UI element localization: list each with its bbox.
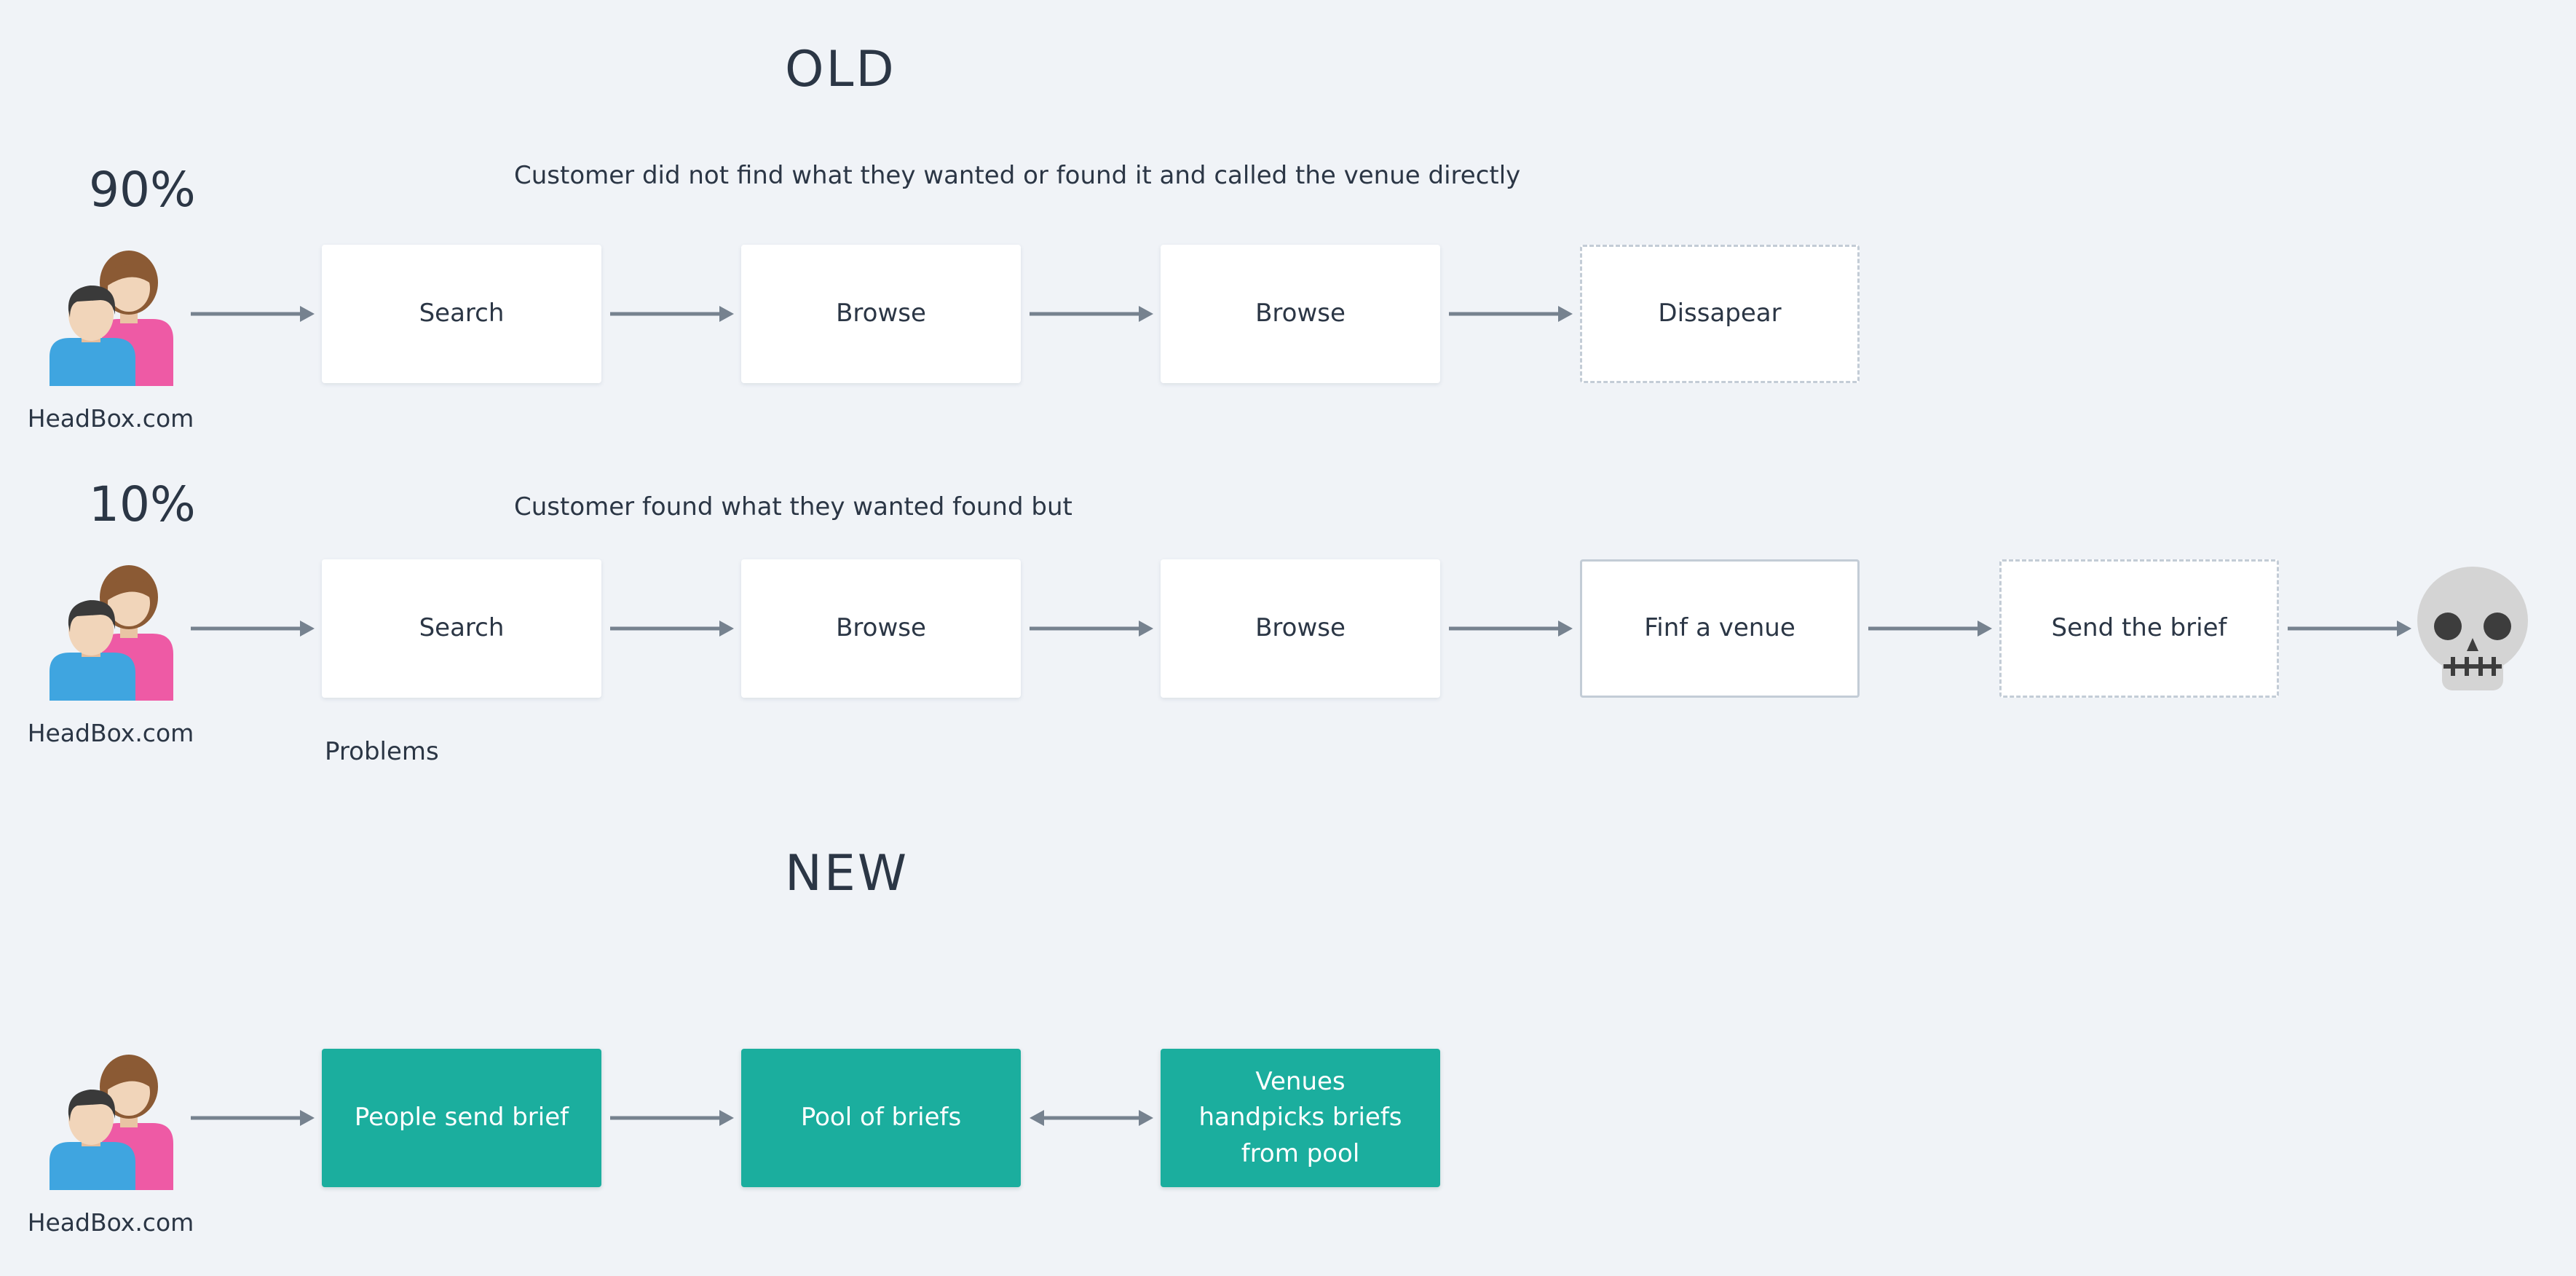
arrow-icon bbox=[1449, 303, 1573, 325]
row2-step-search: Search bbox=[322, 559, 601, 698]
row2-step-browse-2: Browse bbox=[1161, 559, 1440, 698]
row2-step-find-venue: Finf a venue bbox=[1580, 559, 1860, 698]
new-step-pool: Pool of briefs bbox=[741, 1049, 1021, 1187]
arrow-icon bbox=[1449, 618, 1573, 639]
row1-step-browse: Browse bbox=[741, 245, 1021, 383]
row1-step-browse-2: Browse bbox=[1161, 245, 1440, 383]
arrow-icon bbox=[610, 303, 734, 325]
row2-user-label: HeadBox.com bbox=[27, 719, 194, 747]
arrow-icon bbox=[610, 1107, 734, 1129]
row1-percent: 90% bbox=[89, 162, 196, 218]
arrow-icon bbox=[1030, 618, 1153, 639]
new-step-handpick: Venues handpicks briefs from pool bbox=[1161, 1049, 1440, 1187]
new-heading: NEW bbox=[785, 845, 909, 902]
row2-step-send-brief: Send the brief bbox=[1999, 559, 2279, 698]
users-icon bbox=[45, 248, 176, 386]
row1-step-disappear: Dissapear bbox=[1580, 245, 1860, 383]
row1-caption: Customer did not find what they wanted o… bbox=[514, 161, 1521, 190]
users-icon bbox=[45, 562, 176, 701]
arrow-icon bbox=[191, 1107, 315, 1129]
old-heading: OLD bbox=[785, 41, 896, 98]
row1-step-search: Search bbox=[322, 245, 601, 383]
new-user-label: HeadBox.com bbox=[27, 1208, 194, 1237]
row1-user-label: HeadBox.com bbox=[27, 404, 194, 433]
arrow-icon bbox=[191, 618, 315, 639]
row2-percent: 10% bbox=[89, 476, 196, 532]
users-icon bbox=[45, 1052, 176, 1190]
row2-step-browse: Browse bbox=[741, 559, 1021, 698]
arrow-icon bbox=[1868, 618, 1992, 639]
arrow-icon bbox=[1030, 303, 1153, 325]
arrow-icon bbox=[191, 303, 315, 325]
new-step-send-brief: People send brief bbox=[322, 1049, 601, 1187]
skull-icon bbox=[2417, 567, 2528, 690]
arrow-icon bbox=[2288, 618, 2411, 639]
double-arrow-icon bbox=[1030, 1107, 1153, 1129]
arrow-icon bbox=[610, 618, 734, 639]
row2-caption: Customer found what they wanted found bu… bbox=[514, 492, 1072, 521]
problems-label: Problems bbox=[325, 737, 439, 766]
